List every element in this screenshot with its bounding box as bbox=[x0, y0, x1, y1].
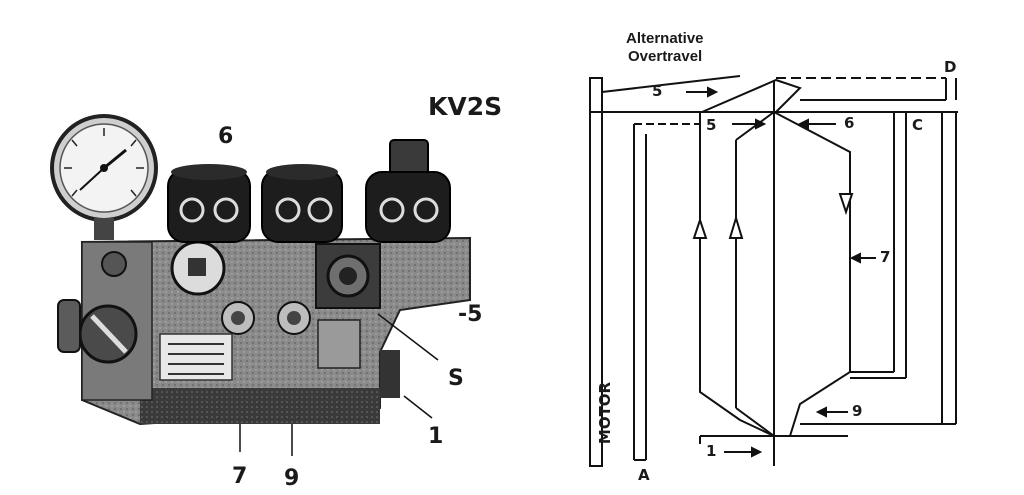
label-5-top: 5 bbox=[652, 82, 663, 100]
solenoid-coil-middle bbox=[261, 164, 343, 243]
label-7: 7 bbox=[880, 248, 891, 266]
diagram-heading-line1: Alternative bbox=[626, 30, 704, 47]
callout-5: -5 bbox=[458, 302, 483, 327]
solenoid-coil-left bbox=[167, 164, 251, 243]
label-c: C bbox=[912, 116, 924, 134]
label-9: 9 bbox=[852, 402, 863, 420]
callout-1: 1 bbox=[428, 424, 444, 449]
label-a: A bbox=[638, 466, 650, 484]
valve-photo bbox=[50, 114, 471, 456]
manifold-block bbox=[57, 236, 471, 426]
callout-9: 9 bbox=[284, 466, 300, 491]
flow-arrows bbox=[686, 86, 876, 458]
callout-7: 7 bbox=[232, 464, 248, 489]
model-title: KV2S bbox=[428, 92, 503, 121]
label-motor: MOTOR bbox=[596, 381, 615, 445]
solenoid-coil-right bbox=[365, 139, 451, 243]
callout-6: 6 bbox=[218, 124, 234, 149]
label-5-inner: 5 bbox=[706, 116, 717, 134]
label-d: D bbox=[944, 58, 957, 76]
label-1: 1 bbox=[706, 442, 717, 460]
callout-s: S bbox=[448, 366, 464, 391]
diagram-heading-line2: Overtravel bbox=[628, 48, 703, 65]
callout-leaders bbox=[239, 313, 439, 456]
label-6: 6 bbox=[844, 114, 855, 132]
pressure-gauge bbox=[50, 114, 158, 240]
